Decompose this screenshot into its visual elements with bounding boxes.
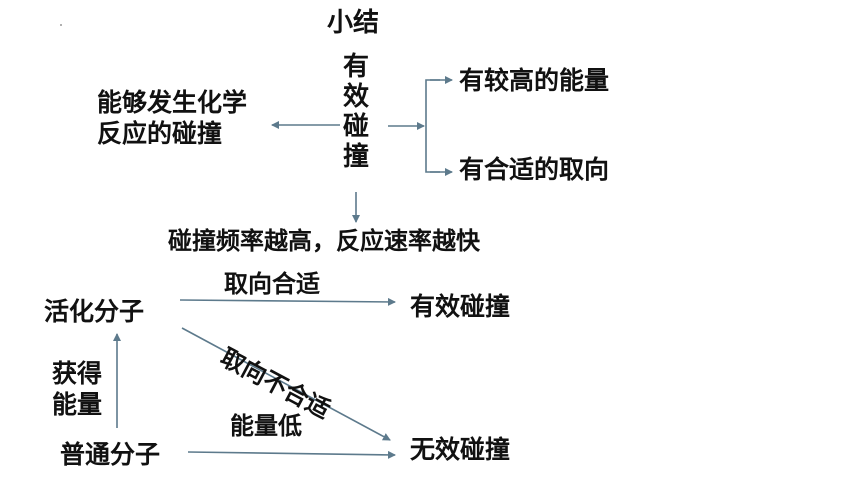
left-box-text: 能够发生化学 反应的碰撞 xyxy=(97,87,247,149)
center-vertical-text: 有 效 碰 撞 xyxy=(341,52,371,172)
ineffective-collision-label: 无效碰撞 xyxy=(410,435,511,464)
arrow-activated-to-ineffective xyxy=(181,327,391,441)
right-top-text: 有较高的能量 xyxy=(459,66,610,95)
left-box-line: 能够发生化学 xyxy=(97,88,248,117)
effective-collision-label: 有效碰撞 xyxy=(410,292,511,321)
bracket xyxy=(425,79,440,173)
gain-energy-label: 获得 能量 xyxy=(52,358,102,420)
center-char: 撞 xyxy=(342,142,369,172)
orientation-ok-label: 取向合适 xyxy=(224,270,320,298)
middle-statement: 碰撞频率越高，反应速率越快 xyxy=(168,227,480,255)
ordinary-molecule-label: 普通分子 xyxy=(60,440,161,469)
center-char: 效 xyxy=(342,82,369,112)
decorative-dot xyxy=(60,24,62,26)
arrow-ordinary-to-ineffective xyxy=(187,450,396,459)
gain-energy-line: 获得 xyxy=(52,359,103,388)
center-char: 有 xyxy=(342,52,369,82)
low-energy-label: 能量低 xyxy=(230,412,302,440)
right-bottom-text: 有合适的取向 xyxy=(459,155,610,184)
arrow-activated-to-effective xyxy=(179,297,396,306)
center-char: 碰 xyxy=(342,112,369,142)
activated-molecule-label: 活化分子 xyxy=(44,297,145,326)
left-box-line: 反应的碰撞 xyxy=(97,119,223,148)
gain-energy-line: 能量 xyxy=(52,390,103,419)
page-title: 小结 xyxy=(327,8,380,38)
